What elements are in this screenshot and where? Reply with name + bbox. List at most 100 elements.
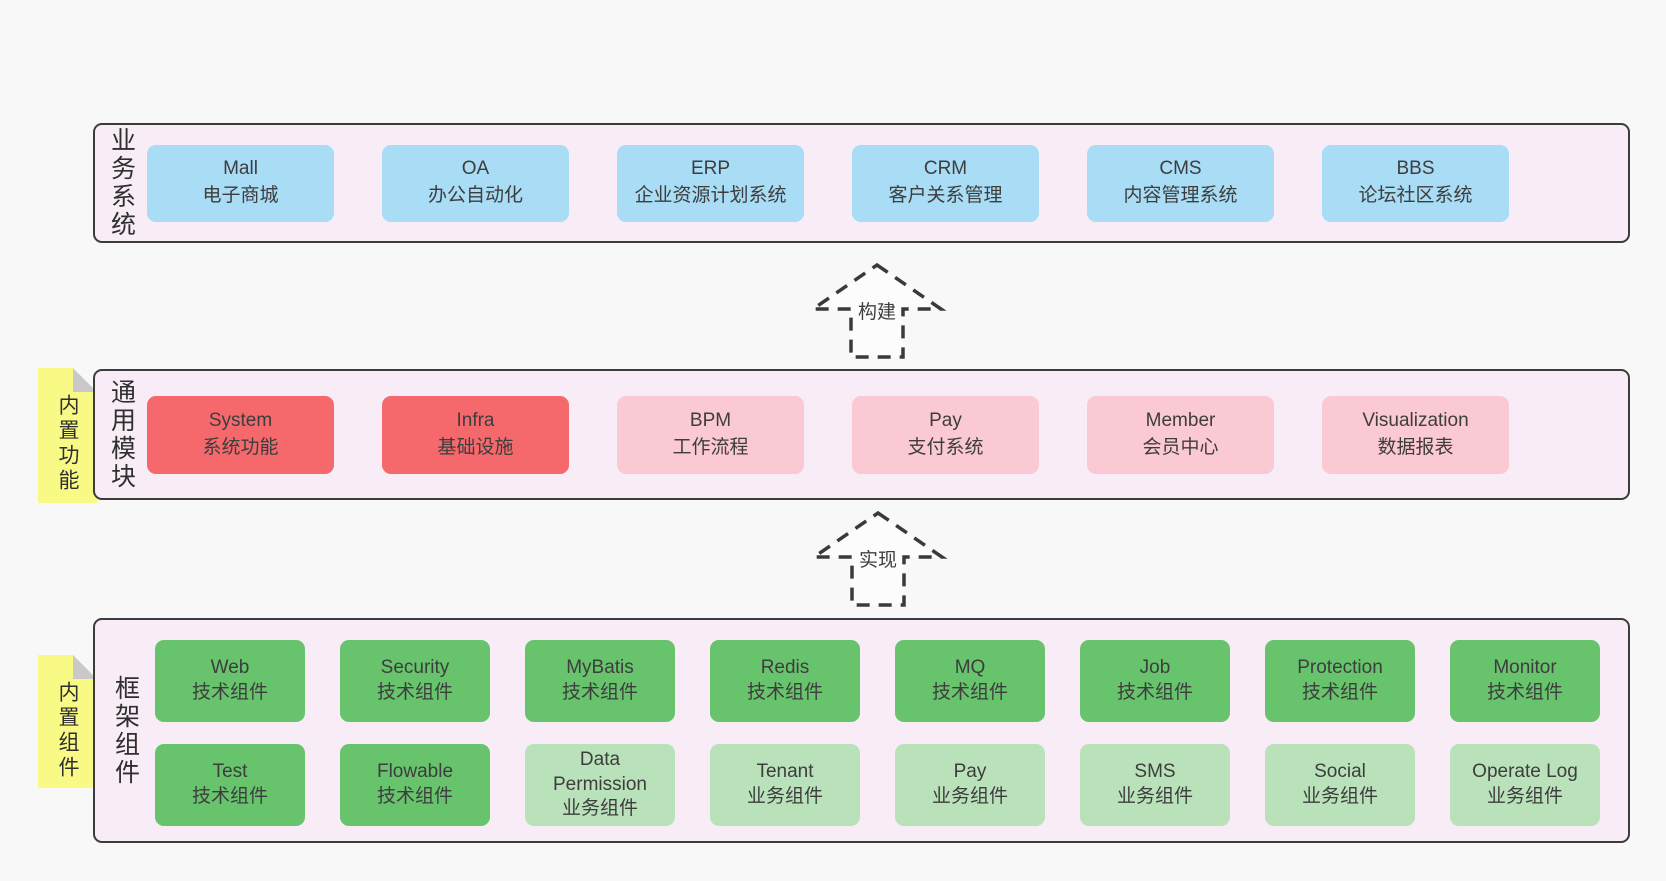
box-title: Mall — [223, 158, 258, 180]
box-title: Visualization — [1362, 409, 1469, 431]
box-title: CRM — [923, 158, 968, 180]
sticky-note-label: 内置功能 — [56, 394, 79, 494]
box-title: Data Permission — [553, 748, 647, 795]
box-web: Web 技术组件 — [155, 640, 305, 722]
box-subtitle: 论坛社区系统 — [1358, 185, 1473, 206]
box-title: Flowable — [376, 761, 454, 783]
box-title: Pay — [953, 761, 987, 783]
box-title: Job — [1139, 657, 1171, 679]
sticky-note-built-in-features: 内置功能 — [38, 368, 97, 503]
arrow-label: 构建 — [857, 302, 896, 323]
box-subtitle: 会员中心 — [1142, 436, 1219, 458]
box-test: Test 技术组件 — [155, 744, 305, 826]
box-subtitle: 技术组件 — [1116, 682, 1193, 703]
box-data-permission: Data Permission 业务组件 — [525, 744, 675, 826]
box-title: Test — [212, 761, 248, 783]
box-subtitle: 业务组件 — [931, 786, 1008, 807]
band-side-label-text: 业务系统 — [107, 127, 136, 239]
box-subtitle: 技术组件 — [376, 786, 453, 807]
box-bbs: BBS 论坛社区系统 — [1322, 144, 1509, 222]
box-subtitle: 技术组件 — [191, 786, 268, 807]
box-title: Redis — [760, 657, 810, 679]
band-side-label: 通用模块 — [95, 371, 147, 498]
box-tenant: Tenant 业务组件 — [710, 744, 860, 826]
box-member: Member 会员中心 — [1087, 395, 1274, 474]
box-pay: Pay 业务组件 — [895, 744, 1045, 826]
box-job: Job 技术组件 — [1080, 640, 1230, 722]
box-flowable: Flowable 技术组件 — [340, 744, 490, 826]
box-title: MyBatis — [566, 657, 634, 679]
box-subtitle: 技术组件 — [561, 682, 638, 703]
band-side-label: 框架组件 — [95, 620, 155, 841]
box-subtitle: 技术组件 — [746, 682, 823, 703]
build-arrow: 构建 — [807, 262, 947, 359]
box-subtitle: 基础设施 — [437, 436, 514, 458]
band-side-label-text: 通用模块 — [107, 378, 136, 491]
box-title: ERP — [690, 158, 731, 180]
box-title: Security — [380, 657, 450, 679]
box-subtitle: 客户关系管理 — [888, 185, 1003, 206]
box-title: Web — [210, 657, 250, 679]
box-title: BPM — [689, 409, 732, 431]
dashed-up-arrow-icon — [808, 510, 948, 607]
box-social: Social 业务组件 — [1265, 744, 1415, 826]
box-subtitle: 技术组件 — [191, 682, 268, 703]
box-visualization: Visualization 数据报表 — [1322, 395, 1509, 474]
box-title: Tenant — [756, 761, 814, 783]
implement-arrow: 实现 — [808, 510, 948, 607]
box-erp: ERP 企业资源计划系统 — [617, 144, 804, 222]
box-title: System — [208, 409, 273, 431]
box-monitor: Monitor 技术组件 — [1450, 640, 1600, 722]
box-title: Social — [1314, 761, 1366, 783]
sticky-note-built-in-components: 内置组件 — [38, 655, 97, 788]
box-subtitle: 业务组件 — [561, 798, 638, 820]
box-sms: SMS 业务组件 — [1080, 744, 1230, 826]
box-subtitle: 数据报表 — [1377, 436, 1454, 458]
sticky-note-label: 内置组件 — [56, 681, 79, 781]
box-subtitle: 内容管理系统 — [1123, 185, 1238, 206]
box-subtitle: 业务组件 — [746, 786, 823, 807]
box-subtitle: 业务组件 — [1486, 786, 1563, 807]
box-subtitle: 技术组件 — [1486, 682, 1563, 703]
box-pay: Pay 支付系统 — [852, 395, 1039, 474]
box-title: CMS — [1159, 158, 1202, 180]
box-title: Operate Log — [1472, 761, 1578, 783]
box-subtitle: 系统功能 — [202, 436, 279, 458]
box-title: MQ — [954, 657, 986, 679]
box-infra: Infra 基础设施 — [382, 395, 569, 474]
box-subtitle: 企业资源计划系统 — [634, 185, 787, 206]
box-title: Member — [1145, 409, 1216, 431]
box-title: Pay — [929, 409, 962, 431]
band-side-label-text: 框架组件 — [111, 674, 140, 787]
box-crm: CRM 客户关系管理 — [852, 144, 1039, 222]
box-title: SMS — [1134, 761, 1176, 783]
box-redis: Redis 技术组件 — [710, 640, 860, 722]
box-title: OA — [461, 158, 490, 180]
box-title: Infra — [456, 409, 495, 431]
box-system: System 系统功能 — [147, 395, 334, 474]
box-subtitle: 支付系统 — [907, 436, 984, 458]
box-oa: OA 办公自动化 — [382, 144, 569, 222]
box-subtitle: 办公自动化 — [427, 185, 523, 206]
box-subtitle: 技术组件 — [1301, 682, 1378, 703]
box-subtitle: 业务组件 — [1116, 786, 1193, 807]
box-subtitle: 业务组件 — [1301, 786, 1378, 807]
box-mybatis: MyBatis 技术组件 — [525, 640, 675, 722]
box-title: Monitor — [1493, 657, 1557, 679]
box-subtitle: 技术组件 — [376, 682, 453, 703]
box-title: Protection — [1297, 657, 1383, 679]
dashed-up-arrow-icon — [807, 262, 947, 359]
box-title: BBS — [1396, 158, 1435, 180]
box-cms: CMS 内容管理系统 — [1087, 144, 1274, 222]
